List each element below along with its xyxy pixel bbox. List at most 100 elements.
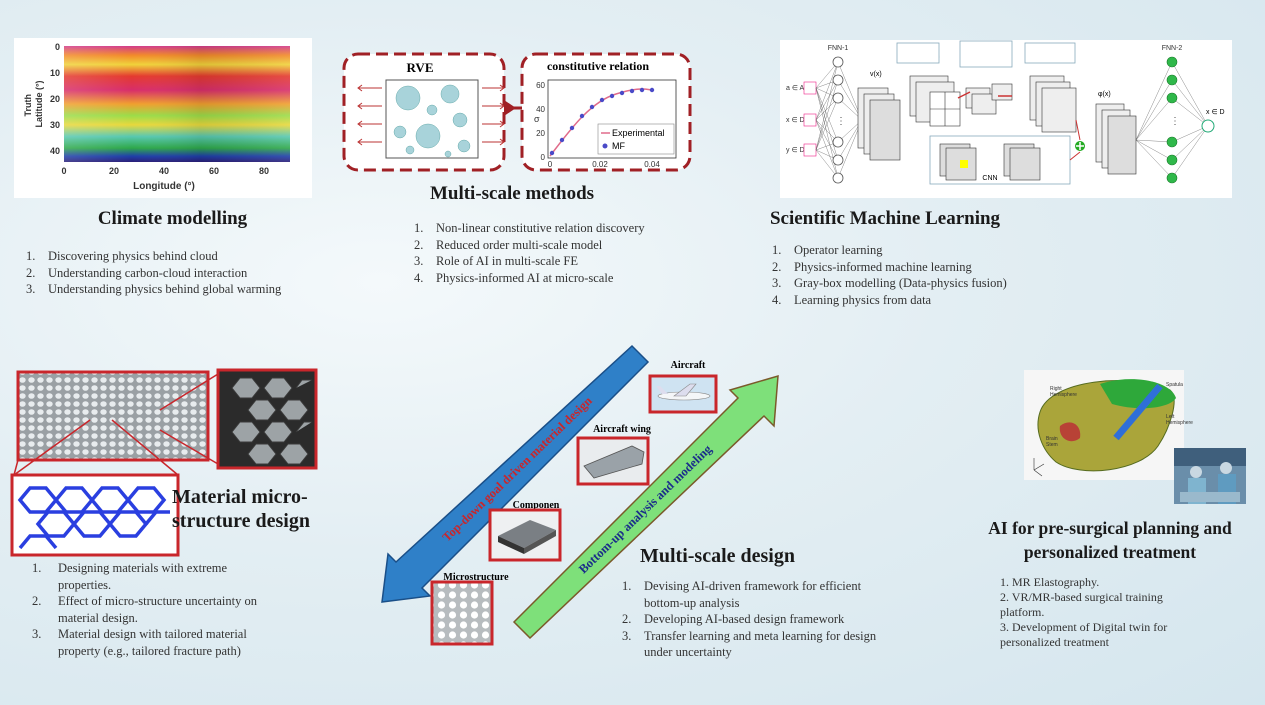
y-tick: 20 <box>536 129 545 138</box>
x-tick: 0.04 <box>644 160 660 169</box>
y-axis-label-line1: Truth <box>23 94 33 117</box>
inclusions <box>393 84 471 158</box>
list-item: Operator learning <box>772 242 1092 259</box>
phix-label: φ(x) <box>1098 91 1111 98</box>
list-item: 3. Development of Digital twin for perso… <box>1000 620 1168 649</box>
input-y: y ∈ D <box>786 147 805 154</box>
vx-label: v(x) <box>870 71 882 78</box>
list-item: Material design with tailored material p… <box>32 626 282 659</box>
material-heading: Material micro- structure design <box>172 485 332 533</box>
x-axis-label: Longitude (°) <box>133 181 195 192</box>
list-item: Designing materials with extreme propert… <box>32 560 282 593</box>
list-item: Devising AI-driven framework for efficie… <box>622 578 892 611</box>
experimental-curve <box>549 88 653 157</box>
x-tick: 80 <box>259 166 269 176</box>
material-heading-line2: structure design <box>172 510 310 532</box>
label-spatula: Spatula <box>1166 382 1183 388</box>
y-tick: 20 <box>50 94 60 104</box>
material-list: Designing materials with extreme propert… <box>32 560 282 659</box>
x-tick: 40 <box>159 166 169 176</box>
fnn1-nodes <box>832 56 844 184</box>
svg-text:⋮: ⋮ <box>836 116 846 127</box>
y-axis-label: Truth Latitude (°) <box>23 80 44 127</box>
list-item: 1. MR Elastography. <box>1000 575 1100 589</box>
output-label: x ∈ D <box>1206 109 1225 116</box>
list-item: Understanding carbon-cloud interaction <box>26 265 326 282</box>
component-label: Componen <box>513 500 560 511</box>
list-item: Discovering physics behind cloud <box>26 248 326 265</box>
design-list: Devising AI-driven framework for efficie… <box>622 578 892 661</box>
x-tick: 20 <box>109 166 119 176</box>
surgery-list: 1. MR Elastography. 2. VR/MR-based surgi… <box>1000 575 1180 650</box>
wing-label: Aircraft wing <box>593 424 651 435</box>
surgery-heading-line1: AI for pre-surgical planning and <box>988 518 1232 538</box>
x-tick: 60 <box>209 166 219 176</box>
fnn1-label: FNN-1 <box>828 45 849 52</box>
design-heading: Multi-scale design <box>640 545 795 567</box>
fnn2-edges <box>1135 61 1209 179</box>
aircraft-label: Aircraft <box>671 360 706 371</box>
spatula-icon <box>1113 383 1163 441</box>
micro-label: Microstructure <box>443 572 509 583</box>
zoomed-hex-cells <box>231 377 312 465</box>
mf-points <box>549 87 655 156</box>
load-arrows <box>357 84 505 146</box>
list-item: Understanding physics behind global warm… <box>26 281 326 298</box>
design-figure: Top-down goal driven material design Bot… <box>381 344 779 646</box>
sigma-label: σ <box>534 114 540 124</box>
surgery-photo <box>1174 448 1246 504</box>
material-heading-line1: Material micro- <box>172 486 308 508</box>
rve-label: RVE <box>407 60 434 75</box>
input-x: x ∈ D <box>786 117 805 124</box>
multiscale-list: Non-linear constitutive relation discove… <box>414 220 714 286</box>
list-item: Physics-informed AI at micro-scale <box>414 270 714 287</box>
x-tick: 0 <box>61 166 66 176</box>
cnn-label: CNN <box>982 175 997 182</box>
y-tick: 10 <box>50 68 60 78</box>
climate-heatmap: 0 10 20 30 40 0 20 40 60 80 Longitude (°… <box>23 42 290 192</box>
x-tick: 0 <box>548 160 553 169</box>
surgery-heading-line2: personalized treatment <box>1023 542 1197 562</box>
climate-heading: Climate modelling <box>97 208 248 229</box>
wing-icon <box>583 445 645 479</box>
fnn2-label: FNN-2 <box>1162 45 1183 52</box>
list-item: Effect of micro-structure uncertainty on… <box>32 593 282 626</box>
cr-label: constitutive relation <box>547 59 649 73</box>
sciml-figure: FNN-1 FNN-2 WaveletDecomposition Convolu… <box>780 40 1232 198</box>
y-tick: 60 <box>536 81 545 90</box>
list-item: 2. VR/MR-based surgical training platfor… <box>1000 590 1163 619</box>
list-item: Physics-informed machine learning <box>772 259 1092 276</box>
list-item: Developing AI-based design framework <box>622 611 892 628</box>
material-figure <box>10 368 318 557</box>
fnn2-nodes <box>1166 56 1178 184</box>
y-tick: 40 <box>536 105 545 114</box>
legend-mf: MF <box>612 141 625 151</box>
list-item: Gray-box modelling (Data-physics fusion) <box>772 275 1092 292</box>
list-item: Role of AI in multi-scale FE <box>414 253 714 270</box>
input-a: a ∈ A <box>786 85 804 92</box>
list-item: Learning physics from data <box>772 292 1092 309</box>
list-item: Reduced order multi-scale model <box>414 237 714 254</box>
blue-hex-lattice <box>17 486 170 550</box>
climate-figure: 0 10 20 30 40 0 20 40 60 80 Longitude (°… <box>14 38 312 198</box>
svg-text:⋮: ⋮ <box>1170 116 1180 127</box>
legend-experimental: Experimental <box>612 128 665 138</box>
sciml-heading: Scientific Machine Learning <box>769 208 1001 229</box>
list-item: Transfer learning and meta learning for … <box>622 628 892 661</box>
sciml-list: Operator learning Physics-informed machi… <box>772 242 1092 308</box>
component-icon <box>498 520 556 554</box>
surgery-heading: AI for pre-surgical planning and persona… <box>965 516 1255 564</box>
airplane-icon <box>656 383 711 401</box>
multiscale-heading: Multi-scale methods <box>429 183 595 204</box>
y-tick: 0 <box>55 42 60 52</box>
list-item: Non-linear constitutive relation discove… <box>414 220 714 237</box>
y-axis-label-line2: Latitude (°) <box>34 80 44 127</box>
y-tick: 40 <box>50 146 60 156</box>
y-tick: 0 <box>541 153 546 162</box>
multiscale-figure: RVE constitutive relation 0 20 40 6 <box>340 50 695 175</box>
y-tick: 30 <box>50 120 60 130</box>
